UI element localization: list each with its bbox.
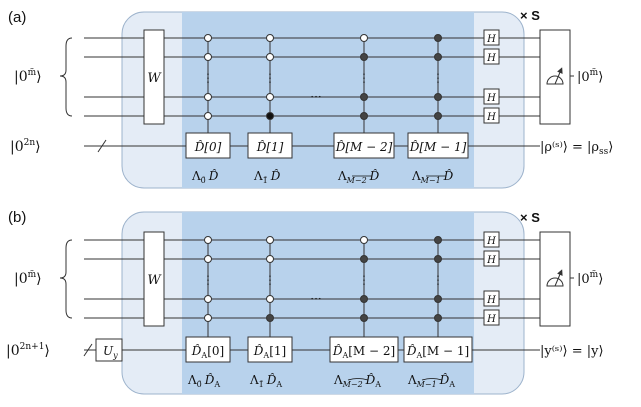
u-gate-b — [95, 338, 123, 362]
svg-text:⋮: ⋮ — [432, 273, 444, 287]
caption-1-a: Λ1̃D̂ — [253, 168, 281, 185]
h-gates-a: H H H H — [483, 29, 500, 124]
caption-1-b: Λ1̃D̂A — [249, 372, 282, 389]
overbar-2-b — [347, 378, 369, 381]
system-input-b: |02n+1⟩ — [6, 342, 50, 359]
w-gate-label-a: W — [147, 71, 162, 86]
inner-region-b — [182, 212, 474, 394]
panel-b: (b) |0m̃⟩ |02n+1⟩ Uy W — [6, 209, 604, 395]
controls-col3-a — [434, 34, 442, 120]
vdots-b: ⋮ ⋮ ⋮ ⋮ — [202, 273, 444, 287]
svg-text:⋮: ⋮ — [358, 273, 370, 287]
svg-text:H: H — [486, 34, 496, 45]
repeat-label-b: × S — [520, 210, 540, 225]
svg-text:⋮: ⋮ — [264, 71, 276, 85]
system-output-a: |ρ⁽ˢ⁾⟩ = |ρss⟩ — [540, 140, 613, 157]
ancilla-output-a: |0m̃⟩ — [577, 67, 603, 85]
d-gate-0-a: D̂[0] — [185, 132, 231, 159]
system-slash-a — [97, 139, 107, 153]
inner-region-a — [182, 12, 474, 188]
svg-text:⋮: ⋮ — [202, 273, 214, 287]
caption-0-a: Λ0̃D̂ — [191, 168, 219, 185]
d-gate-0-b: D̂A[0] — [185, 336, 231, 363]
ancilla-input-b: |0m̃⟩ — [14, 269, 42, 287]
svg-text:H: H — [486, 314, 496, 325]
overbar-3-b — [421, 378, 443, 381]
meter-icon-a — [546, 67, 564, 85]
repeat-label-a: × S — [520, 8, 540, 23]
system-output-b: |y⁽ˢ⁾⟩ = |y⟩ — [540, 344, 604, 359]
controls-col2-b — [360, 236, 368, 322]
vdots-a: ⋮ ⋮ ⋮ ⋮ — [202, 71, 444, 85]
panel-label-b: (b) — [8, 209, 26, 226]
ancilla-brace-b — [59, 239, 73, 319]
ellipsis-b: ··· — [310, 292, 321, 306]
svg-text:D̂A[M − 2]: D̂A[M − 2] — [332, 343, 395, 360]
svg-text:H: H — [486, 255, 496, 266]
d-gate-1-b: D̂A[1] — [247, 336, 293, 363]
ancilla-input-a: |0m̃⟩ — [14, 67, 42, 85]
controls-col0-a — [204, 34, 212, 120]
d-gate-2-a: D̂[M − 2] — [333, 132, 395, 159]
controls-col1-b — [266, 236, 274, 322]
svg-text:D̂A[M − 1]: D̂A[M − 1] — [406, 343, 469, 360]
w-gate-a — [143, 29, 165, 125]
svg-text:H: H — [486, 53, 496, 64]
h-gates-b: H H H H — [483, 231, 500, 326]
w-gate-label-b: W — [147, 273, 162, 288]
d-gate-3-b: D̂A[M − 1] — [403, 336, 473, 363]
svg-text:H: H — [486, 295, 496, 306]
system-input-a: |02n⟩ — [10, 138, 41, 155]
measure-box-b — [539, 231, 571, 327]
measure-box-a — [539, 29, 571, 125]
ellipsis-a: ··· — [310, 90, 321, 104]
svg-text:D̂A[0]: D̂A[0] — [191, 343, 224, 360]
svg-text:H: H — [486, 93, 496, 104]
svg-text:⋮: ⋮ — [202, 71, 214, 85]
panel-label-a: (a) — [8, 9, 26, 26]
panel-a: (a) |0m̃⟩ |02n⟩ W — [8, 8, 613, 189]
svg-text:H: H — [486, 112, 496, 123]
d-gate-3-a: D̂[M − 1] — [407, 132, 469, 159]
svg-text:⋮: ⋮ — [358, 71, 370, 85]
svg-text:⋮: ⋮ — [432, 71, 444, 85]
svg-text:D̂[0]: D̂[0] — [194, 139, 222, 154]
controls-col3-b — [434, 236, 442, 322]
svg-text:D̂[1]: D̂[1] — [256, 139, 284, 154]
controls-col0-b — [204, 236, 212, 322]
d-gate-1-a: D̂[1] — [247, 132, 293, 159]
ancilla-output-b: |0m̃⟩ — [577, 269, 603, 287]
caption-0-b: Λ0̃D̂A — [187, 372, 220, 389]
system-slash-b — [83, 343, 93, 357]
d-gate-2-b: D̂A[M − 2] — [329, 336, 399, 363]
ancilla-brace-a — [59, 37, 73, 117]
svg-text:H: H — [486, 236, 496, 247]
svg-text:D̂[M − 2]: D̂[M − 2] — [335, 139, 393, 154]
svg-text:D̂A[1]: D̂A[1] — [253, 343, 286, 360]
w-gate-b — [143, 231, 165, 327]
svg-text:⋮: ⋮ — [264, 273, 276, 287]
u-gate-label-b: Uy — [103, 344, 118, 360]
meter-icon-b — [546, 269, 564, 287]
controls-col2-a — [360, 34, 368, 120]
controls-col1-a — [266, 34, 274, 120]
svg-text:D̂[M − 1]: D̂[M − 1] — [409, 139, 467, 154]
